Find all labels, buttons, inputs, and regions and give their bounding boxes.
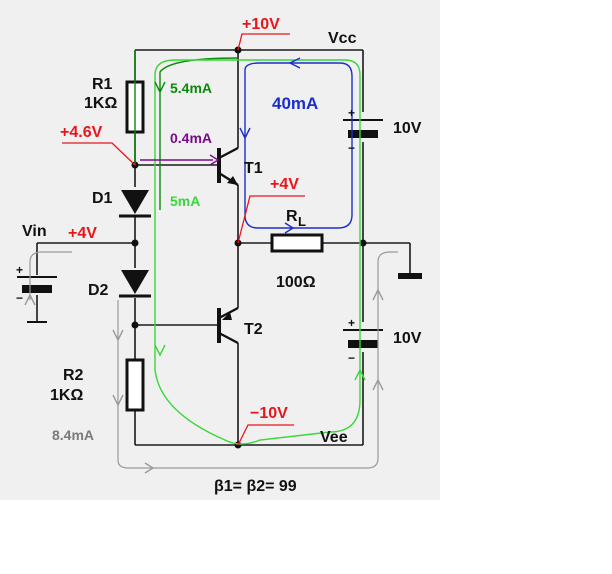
current-path-r1	[134, 50, 239, 210]
resistor-r2	[125, 358, 145, 412]
label-i-r1: 5.4mA	[170, 80, 212, 96]
label-t2: T2	[244, 321, 263, 338]
battery-bottom	[343, 329, 383, 348]
battery-top-plus: +	[348, 106, 355, 120]
transistor-t2	[217, 306, 239, 345]
diode-d2	[119, 270, 151, 298]
label-vin: Vin	[22, 223, 47, 240]
diode-d1	[119, 190, 151, 218]
battery-top	[343, 119, 383, 138]
battery-bottom-minus: −	[348, 351, 355, 365]
label-t1: T1	[244, 160, 263, 177]
label-v-neg10: −10V	[250, 405, 288, 422]
label-vee: Vee	[320, 429, 348, 446]
label-beta: β1= β2= 99	[214, 478, 297, 495]
label-v-pos10: +10V	[242, 16, 280, 33]
ground-symbol	[398, 273, 422, 279]
battery-bottom-plus: +	[348, 316, 355, 330]
current-path-loop	[154, 59, 361, 445]
label-r1-value: 1KΩ	[84, 95, 117, 112]
label-vcc: Vcc	[328, 30, 357, 47]
label-rl-value: 100Ω	[276, 274, 316, 291]
transistor-t1	[217, 146, 239, 187]
label-rl-sub: L	[298, 214, 306, 229]
current-path-collector	[244, 62, 353, 229]
battery-vin-plus: +	[16, 263, 23, 277]
battery-vin	[17, 276, 57, 323]
label-i-collector: 40mA	[272, 94, 318, 113]
label-r2-name: R2	[63, 367, 84, 384]
current-path-vin	[29, 251, 398, 469]
background-panel	[0, 0, 440, 500]
label-i-d1: 5mA	[170, 193, 200, 209]
junction-rl-right	[359, 239, 367, 247]
label-v-in: +4V	[68, 225, 97, 242]
label-v-base-t1: +4.6V	[60, 124, 103, 141]
label-d1: D1	[92, 190, 113, 207]
label-d2: D2	[88, 282, 109, 299]
label-r2-value: 1KΩ	[50, 387, 83, 404]
junction-base-t2	[131, 321, 139, 329]
label-rl-name: R	[286, 208, 298, 225]
current-arrows	[24, 57, 384, 474]
label-v-emitter: +4V	[270, 176, 299, 193]
label-battery-bottom: 10V	[393, 330, 422, 347]
battery-top-minus: −	[348, 141, 355, 155]
junction-vin	[131, 239, 139, 247]
label-battery-top: 10V	[393, 120, 422, 137]
label-i-r2: 8.4mA	[52, 427, 94, 443]
battery-vin-minus: −	[16, 291, 23, 305]
label-r1-name: R1	[92, 76, 113, 93]
voltage-leaders	[62, 33, 305, 446]
label-i-base-t1: 0.4mA	[170, 130, 212, 146]
resistor-rl	[270, 233, 324, 253]
